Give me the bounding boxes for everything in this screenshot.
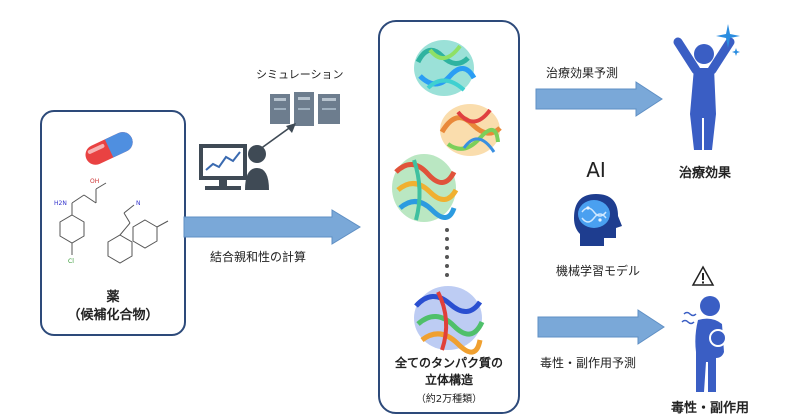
toxicity-prediction-label: 毒性・副作用予測 [540, 356, 637, 370]
sparkle-icon [716, 24, 740, 56]
protein-count: （約2万種類） [415, 394, 483, 405]
server-rack-icon [270, 92, 340, 126]
protein-structure-1 [414, 40, 477, 96]
drug-title: 薬 [106, 290, 120, 305]
sick-person-icon [681, 296, 727, 392]
toxicity-outcome-label: 毒性・副作用 [670, 401, 749, 416]
svg-text:Cl: Cl [68, 258, 74, 265]
computer-user-icon [199, 144, 269, 190]
protein-structure-2 [439, 104, 502, 156]
ai-title: AI [586, 158, 606, 182]
therapeutic-outcome-label: 治療効果 [678, 166, 731, 181]
warning-icon [691, 265, 715, 286]
svg-text:N: N [136, 200, 141, 207]
therapeutic-prediction-label: 治療効果予測 [546, 66, 619, 80]
protein-structure-4 [414, 286, 485, 355]
chemical-structure-icon: OH H2N Cl N [54, 178, 169, 265]
toxicity-arrow [537, 309, 665, 345]
protein-title-line2: 立体構造 [424, 373, 473, 387]
drug-subtitle: （候補化合物） [67, 308, 159, 323]
svg-text:OH: OH [90, 178, 99, 185]
protein-title-line1: 全てのタンパク質の [394, 356, 503, 370]
ai-model-label: 機械学習モデル [555, 264, 640, 278]
simulation-label: シミュレーション [256, 68, 344, 81]
therapeutic-arrow [535, 81, 663, 117]
ai-brain-head-icon [574, 194, 622, 246]
celebrating-person-icon [673, 37, 735, 150]
svg-text:H2N: H2N [54, 200, 67, 207]
diagonal-arrow-icon [255, 123, 296, 153]
binding-arrow [183, 209, 361, 245]
binding-label: 結合親和性の計算 [210, 250, 307, 264]
capsule-icon [85, 132, 133, 165]
ellipsis-dots [445, 228, 449, 277]
protein-structure-3 [392, 154, 459, 222]
